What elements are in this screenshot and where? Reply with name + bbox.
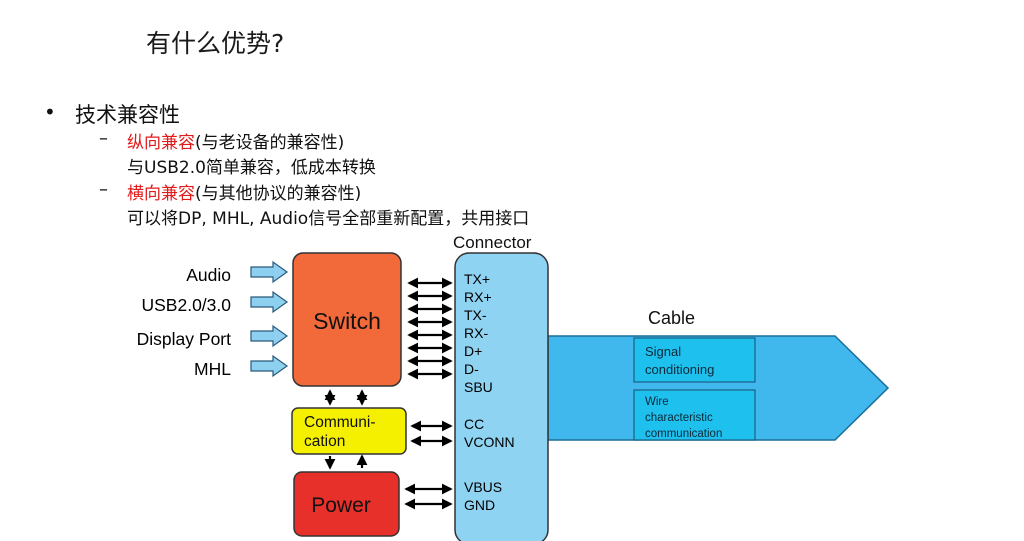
switch-connector-arrows — [407, 277, 453, 380]
cable-title: Cable — [648, 308, 695, 328]
pin-label: VCONN — [464, 434, 515, 450]
pin-label: SBU — [464, 379, 493, 395]
horizontal-compat-line: 横向兼容(与其他协议的兼容性) — [127, 179, 361, 204]
pin-label: RX- — [464, 325, 488, 341]
horizontal-compat-paren: (与其他协议的兼容性) — [195, 184, 362, 204]
pin-label: CC — [464, 416, 484, 432]
pin-label: D- — [464, 361, 479, 377]
wire-comm-label-2: characteristic — [645, 412, 713, 424]
vertical-compat-line: 纵向兼容(与老设备的兼容性) — [127, 128, 344, 153]
input-arrow — [250, 324, 289, 348]
wire-comm-label-1: Wire — [645, 396, 669, 408]
communication-label-2: cation — [304, 433, 345, 450]
pin-label: RX+ — [464, 289, 492, 305]
horizontal-compat-detail: 可以将DP, MHL, Audio信号全部重新配置，共用接口 — [127, 209, 530, 229]
communication-label-1: Communi- — [304, 414, 375, 431]
communication-block — [291, 407, 407, 455]
input-label-displayport: Display Port — [137, 329, 231, 349]
slide-title: 有什么优势? — [146, 29, 285, 58]
signal-conditioning-box — [633, 337, 756, 383]
switch-label: Switch — [313, 308, 381, 334]
communication-connector-arrows — [410, 420, 453, 447]
pin-label: VBUS — [464, 479, 502, 495]
wire-comm-label-3: communication — [645, 428, 722, 440]
input-arrow — [250, 260, 289, 284]
switch-communication-arrows — [324, 389, 368, 406]
input-label-mhl: MHL — [194, 359, 231, 379]
horizontal-compat-highlight: 横向兼容 — [127, 184, 195, 204]
pin-label: TX- — [464, 307, 487, 323]
signal-conditioning-label-1: Signal — [645, 344, 681, 359]
connector-title: Connector — [453, 233, 532, 252]
wire-communication-box — [633, 389, 756, 441]
vertical-compat-highlight: 纵向兼容 — [127, 133, 195, 153]
communication-power-arrows — [324, 454, 368, 470]
connector-box — [454, 252, 549, 541]
power-label: Power — [311, 494, 371, 517]
input-arrow — [250, 354, 289, 378]
input-label-usb: USB2.0/3.0 — [142, 295, 232, 315]
pin-label: TX+ — [464, 271, 490, 287]
input-label-audio: Audio — [186, 265, 231, 285]
bullet-heading: 技术兼容性 — [75, 103, 180, 127]
power-connector-arrows — [404, 483, 453, 510]
input-arrow — [250, 290, 289, 314]
vertical-compat-paren: (与老设备的兼容性) — [195, 133, 345, 153]
dash-marker: – — [99, 128, 108, 149]
power-block — [293, 471, 400, 537]
input-arrows — [250, 260, 289, 378]
signal-conditioning-label-2: conditioning — [645, 362, 714, 377]
pin-label: D+ — [464, 343, 482, 359]
connector-pins: TX+ RX+ TX- RX- D+ D- SBU CC VCONN VBUS … — [464, 271, 515, 513]
switch-block — [292, 252, 402, 387]
dash-marker: – — [99, 179, 108, 200]
bullet-marker: • — [44, 100, 56, 124]
pin-label: GND — [464, 497, 495, 513]
vertical-compat-detail: 与USB2.0简单兼容，低成本转换 — [127, 158, 376, 178]
